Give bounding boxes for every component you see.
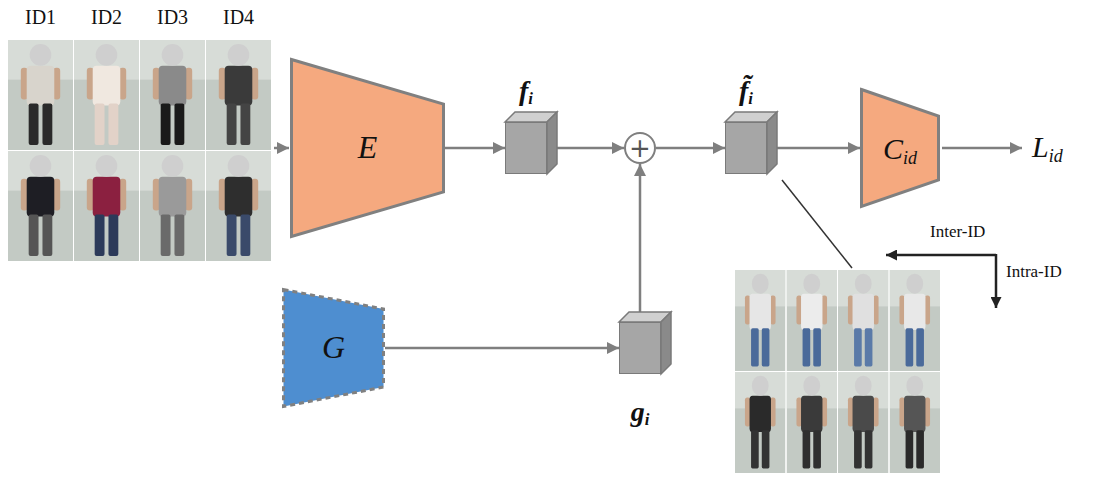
module-symbol: Cid (883, 132, 917, 165)
feature-vector: f̃i (725, 122, 767, 174)
vector-label: f̃i (739, 76, 753, 107)
feature-vector: gi (619, 322, 661, 374)
sum-operator: + (624, 132, 656, 164)
arrow-connector (547, 147, 624, 150)
arrow-connector (639, 164, 642, 322)
identity-label: ID3 (157, 6, 188, 29)
identity-label: ID4 (223, 6, 254, 29)
subscript: i (645, 410, 650, 429)
axis-label: Intra-ID (1006, 262, 1062, 282)
subscript: id (903, 147, 917, 167)
trapezoid-shape (284, 290, 384, 407)
generator-trapezoid: G (282, 288, 385, 408)
identity-label: ID1 (25, 6, 56, 29)
identity-label: ID2 (91, 6, 122, 29)
arrow-connector (767, 147, 860, 150)
subscript: i (528, 89, 533, 108)
input-photo-grid (8, 40, 271, 261)
encoder-trapezoid: E (290, 58, 445, 238)
trapezoid-shape (862, 90, 939, 207)
module-symbol: G (322, 330, 345, 365)
augmented-sample-grid (735, 270, 940, 473)
intra-id-arrow (995, 254, 998, 308)
arrow-connector (656, 147, 725, 150)
inter-id-arrow (886, 254, 996, 257)
operator-symbol: + (629, 135, 651, 161)
feature-vector: fi (505, 122, 547, 174)
vector-label: fi (519, 76, 533, 107)
trapezoid-shape (292, 60, 444, 237)
arrow-connector (445, 147, 505, 150)
subscript: i (748, 89, 753, 108)
axis-label: Inter-ID (930, 222, 985, 242)
classifier-trapezoid: Cid (860, 88, 940, 208)
module-symbol: E (358, 130, 378, 165)
loss-label: Lid (1032, 130, 1063, 165)
subscript: id (1049, 146, 1063, 166)
arrow-connector (385, 347, 619, 350)
leader-line (782, 180, 852, 268)
vector-label: gi (631, 397, 650, 428)
loss-arrow (942, 147, 1022, 150)
input-arrow (274, 147, 289, 150)
